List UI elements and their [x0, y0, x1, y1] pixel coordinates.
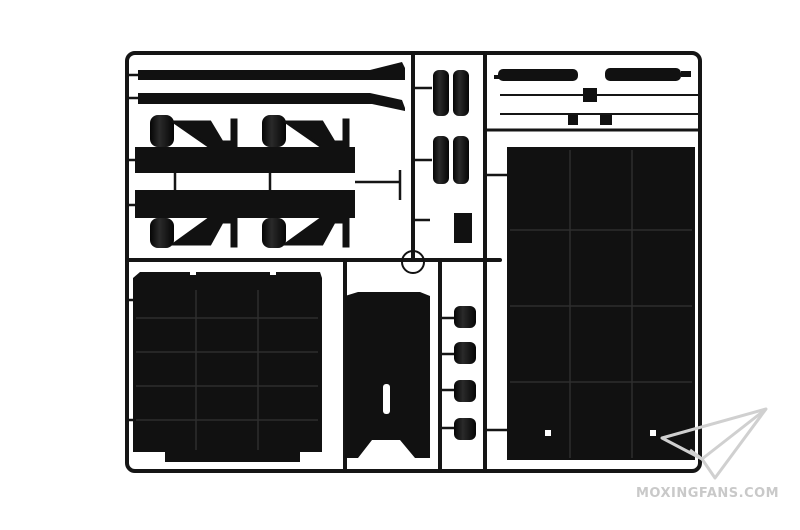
air-tank-parts [433, 70, 469, 184]
paper-plane-icon [660, 407, 768, 480]
rod-parts [494, 68, 691, 125]
step-panel [345, 292, 430, 458]
sprue-gates [127, 73, 700, 432]
long-rail-parts [138, 62, 405, 111]
battery-box-panel [133, 272, 322, 462]
small-cylinder-parts [454, 306, 476, 440]
small-bracket-part [401, 213, 472, 274]
large-box-panel [507, 147, 695, 460]
air-spring-bracket-parts [135, 115, 355, 248]
watermark-text: MOXINGFANS.COM [636, 486, 780, 501]
